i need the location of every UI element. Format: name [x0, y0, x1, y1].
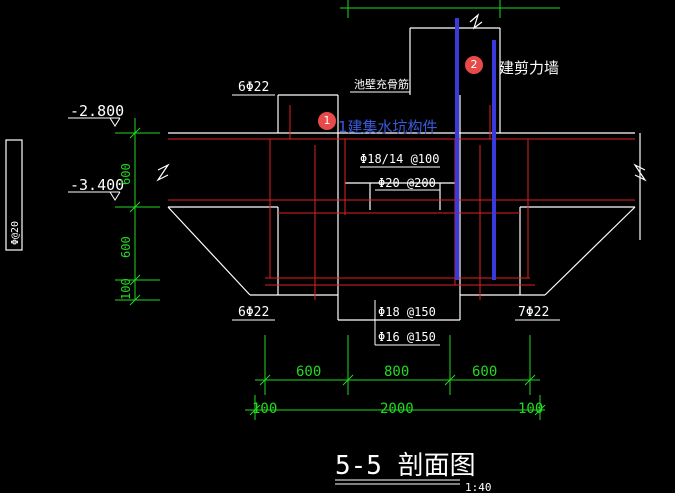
dimension-lines: [115, 0, 560, 420]
callout-1-badge[interactable]: 1: [318, 112, 336, 130]
rebar-b2-label: Φ16 @150: [378, 330, 436, 344]
rebar-bottom-left-label: 6Φ22: [238, 305, 269, 320]
side-rebar-label: Φ@20: [10, 221, 21, 245]
dim-vertical-2: 600: [119, 236, 133, 258]
dim-row1-3: 600: [472, 364, 497, 380]
dim-vertical-1: 600: [119, 163, 133, 185]
rebar-b1-label: Φ18 @150: [378, 305, 436, 319]
wall-rebar-note: 池壁充骨筋: [354, 77, 409, 91]
dim-row1-1: 600: [296, 364, 321, 380]
callout-1-label[interactable]: 1建集水坑构件: [338, 118, 438, 136]
dim-vertical-3: 100: [119, 278, 133, 300]
dim-row1-2: 800: [384, 364, 409, 380]
rebar-bottom-right-label: 7Φ22: [518, 305, 549, 320]
elevation-top-label: -2.800: [70, 102, 124, 120]
drawing-scale: 1:40: [465, 481, 492, 493]
drawing-title: 5-5 剖面图: [335, 451, 476, 481]
rebar-lines: [168, 105, 635, 300]
callout-2-label[interactable]: 建剪力墙: [499, 59, 560, 77]
dim-row2-1: 100: [252, 401, 277, 417]
dim-row2-2: 2000: [380, 401, 414, 417]
elevation-bottom-label: -3.400: [70, 176, 124, 194]
rebar-m2-label: Φ20 @200: [378, 176, 436, 190]
callout-2-badge[interactable]: 2: [465, 56, 483, 74]
rebar-m1-label: Φ18/14 @100: [360, 152, 439, 166]
rebar-top-left-label: 6Φ22: [238, 80, 269, 95]
shear-wall-highlight[interactable]: [455, 18, 496, 280]
leader-lines: [68, 91, 560, 485]
dim-row2-3: 100: [518, 401, 543, 417]
